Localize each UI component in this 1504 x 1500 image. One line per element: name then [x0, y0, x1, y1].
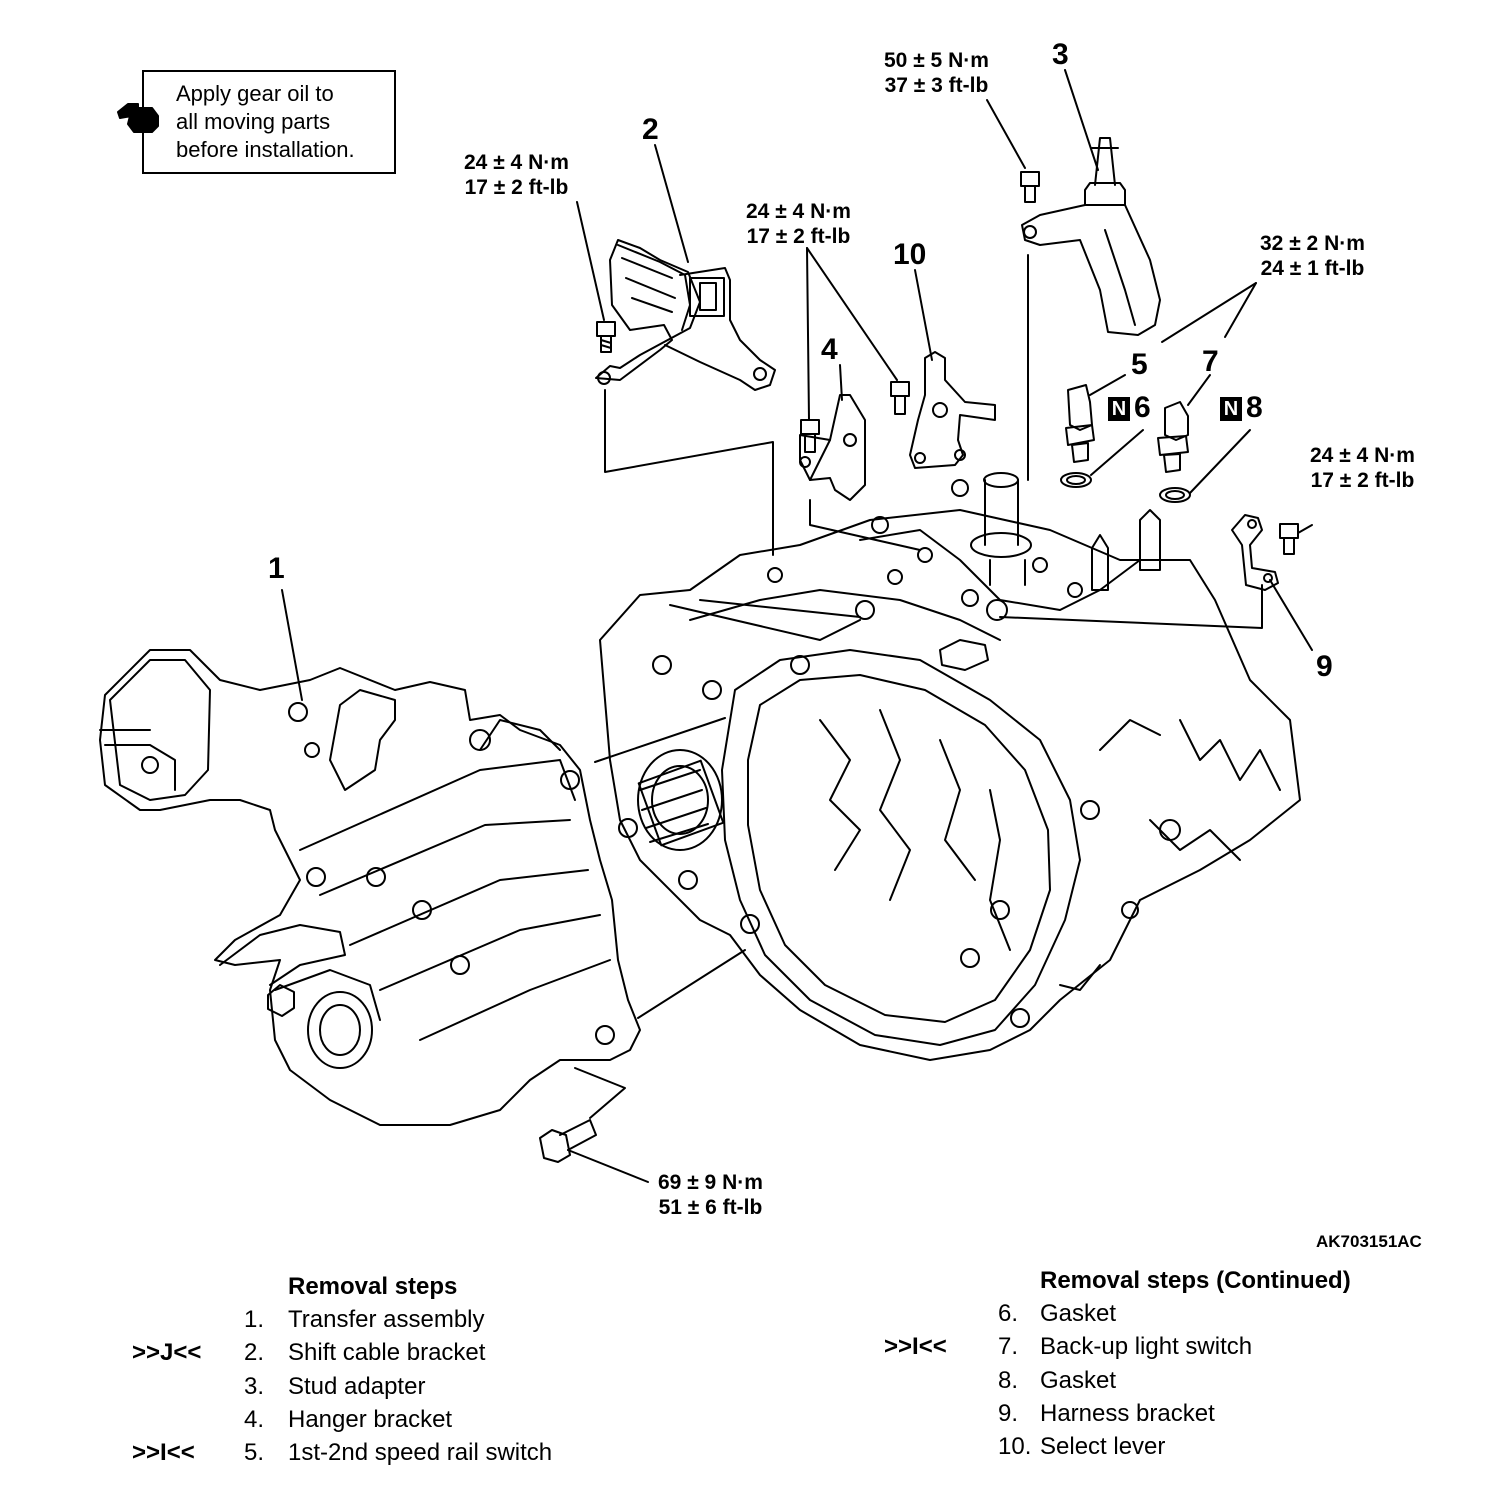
torque-switches: 32 ± 2 N·m 24 ± 1 ft-lb	[1260, 231, 1365, 281]
step-mark: >>I<<	[884, 1333, 947, 1360]
part-label-9: 9	[1316, 650, 1333, 683]
step-number: 7.	[998, 1333, 1019, 1360]
step-text: Shift cable bracket	[288, 1339, 486, 1366]
step-mark: >>I<<	[132, 1439, 195, 1466]
torque-ftlb: 51 ± 6 ft-lb	[658, 1196, 763, 1219]
step-number: 8.	[998, 1367, 1019, 1394]
part-label-1: 1	[268, 552, 285, 585]
part-label-8-num: 8	[1246, 391, 1263, 424]
leader-lines	[281, 69, 1313, 1183]
step-text: Back-up light switch	[1040, 1333, 1253, 1360]
torque-ftlb: 37 ± 3 ft-lb	[884, 74, 989, 97]
note-line-2: all moving parts	[176, 109, 331, 134]
step-text: Gasket	[1040, 1300, 1117, 1327]
torque-nm: 69 ± 9 N·m	[658, 1171, 763, 1194]
part-label-7: 7	[1202, 345, 1219, 378]
torque-stud-adapter: 50 ± 5 N·m 37 ± 3 ft-lb	[884, 48, 989, 98]
torque-ftlb: 17 ± 2 ft-lb	[1310, 469, 1415, 492]
n-mark-8: N	[1220, 397, 1242, 421]
step-text: Transfer assembly	[288, 1306, 485, 1333]
step-text: Gasket	[1040, 1367, 1117, 1394]
part-label-10: 10	[893, 238, 927, 271]
torque-ftlb: 17 ± 2 ft-lb	[746, 225, 851, 248]
removal-steps-continued-title: Removal steps (Continued)	[1040, 1267, 1351, 1294]
note-line-3: before installation.	[176, 137, 355, 162]
step-number: 9.	[998, 1400, 1019, 1427]
step-number: 6.	[998, 1300, 1019, 1327]
step-text: Hanger bracket	[288, 1406, 453, 1433]
hanger-bracket	[799, 381, 910, 501]
stud-adapter	[1020, 137, 1161, 336]
step-text: Harness bracket	[1040, 1400, 1215, 1427]
part-label-4: 4	[821, 333, 838, 366]
gear-oil-note: Apply gear oil to all moving parts befor…	[142, 70, 396, 174]
step-mark: >>J<<	[132, 1339, 202, 1366]
step-text: 1st-2nd speed rail switch	[288, 1439, 553, 1466]
shift-cable-bracket	[595, 239, 776, 391]
gear-oil-note-text: Apply gear oil to all moving parts befor…	[176, 80, 355, 164]
torque-transfer-bolt: 69 ± 9 N·m 51 ± 6 ft-lb	[658, 1170, 763, 1220]
torque-ftlb: 24 ± 1 ft-lb	[1260, 257, 1365, 280]
select-lever	[909, 351, 996, 469]
torque-ftlb: 17 ± 2 ft-lb	[464, 176, 569, 199]
transmission-case	[599, 472, 1301, 1061]
step-number: 5.	[244, 1439, 265, 1466]
rail-switch-and-gaskets	[1060, 384, 1191, 503]
step-number: 3.	[244, 1373, 265, 1400]
torque-hanger-bracket-select-lever: 24 ± 4 N·m 17 ± 2 ft-lb	[746, 199, 851, 249]
torque-shift-cable-bracket: 24 ± 4 N·m 17 ± 2 ft-lb	[464, 150, 569, 200]
torque-nm: 24 ± 4 N·m	[746, 200, 851, 223]
step-text: Stud adapter	[288, 1373, 426, 1400]
transfer-assembly	[99, 649, 641, 1126]
part-label-2: 2	[642, 113, 659, 146]
note-line-1: Apply gear oil to	[176, 81, 334, 106]
figure-code: AK703151AC	[1316, 1232, 1422, 1251]
n-mark-6: N	[1108, 397, 1130, 421]
torque-nm: 50 ± 5 N·m	[884, 49, 989, 72]
harness-bracket	[1231, 514, 1299, 591]
transfer-mounting-bolt	[539, 1119, 597, 1163]
step-number: 2.	[244, 1339, 265, 1366]
step-number: 4.	[244, 1406, 265, 1433]
removal-steps-title: Removal steps	[288, 1273, 458, 1300]
step-number: 10.	[998, 1433, 1032, 1460]
torque-nm: 24 ± 4 N·m	[464, 151, 569, 174]
step-number: 1.	[244, 1306, 265, 1333]
part-label-6-num: 6	[1134, 391, 1151, 424]
torque-nm: 32 ± 2 N·m	[1260, 232, 1365, 255]
torque-nm: 24 ± 4 N·m	[1310, 444, 1415, 467]
part-label-3: 3	[1052, 38, 1069, 71]
torque-harness-bracket: 24 ± 4 N·m 17 ± 2 ft-lb	[1310, 443, 1415, 493]
step-text: Select lever	[1040, 1433, 1166, 1460]
part-label-5: 5	[1131, 348, 1148, 381]
